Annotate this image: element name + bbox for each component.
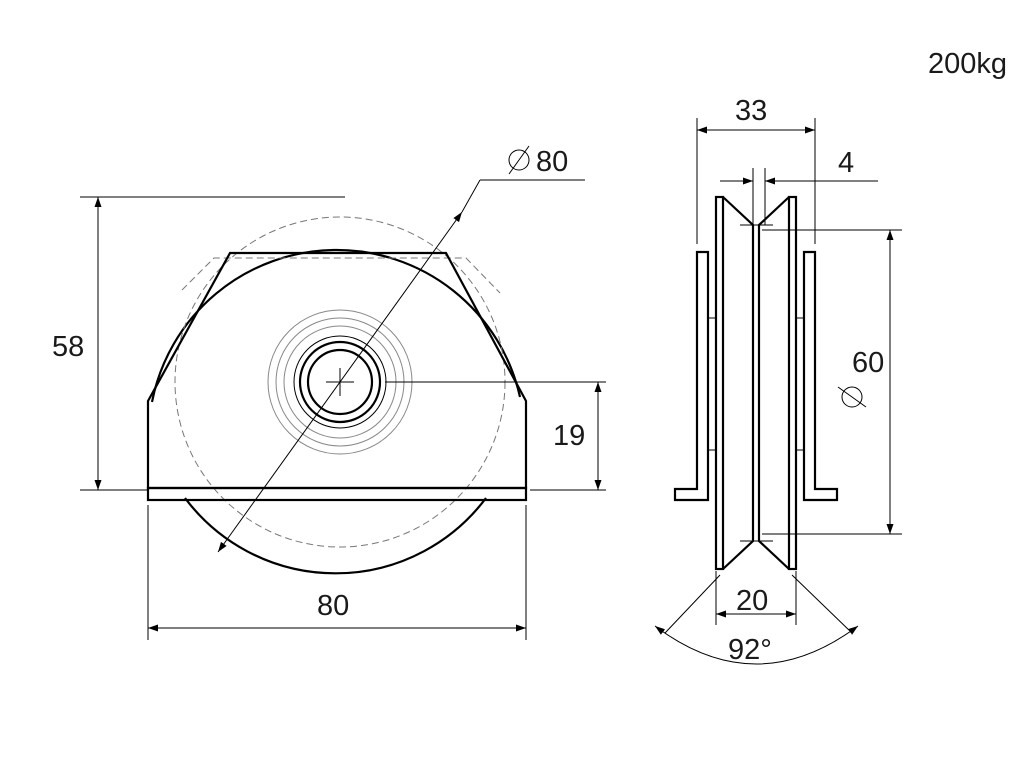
wheel-side-profile bbox=[714, 195, 798, 571]
groove-diameter-text: 60 bbox=[837, 386, 867, 408]
angle-label: 92° bbox=[728, 634, 772, 666]
wheel-outline bbox=[150, 248, 522, 575]
front-diameter-label: 80 bbox=[536, 146, 568, 178]
axle-height-label: 19 bbox=[553, 420, 585, 452]
load-rating-label: 200kg bbox=[928, 48, 1007, 80]
bracket-side-profile bbox=[673, 250, 839, 502]
height-label: 58 bbox=[52, 331, 84, 363]
diameter-icon bbox=[837, 386, 867, 408]
bracket-base bbox=[146, 486, 528, 502]
front-view: 80 58 80 19 bbox=[52, 145, 606, 640]
diameter-leader bbox=[217, 211, 463, 553]
groove-label: 4 bbox=[838, 147, 854, 179]
side-width-label: 33 bbox=[735, 95, 767, 127]
diameter-icon bbox=[508, 145, 530, 175]
base-width-label: 80 bbox=[317, 590, 349, 622]
flange-width-label: 20 bbox=[736, 585, 768, 617]
side-view: 33 4 60 60 20 92° bbox=[654, 95, 902, 666]
angle-dimension bbox=[654, 625, 859, 665]
groove-diameter-value: 60 bbox=[852, 347, 884, 379]
